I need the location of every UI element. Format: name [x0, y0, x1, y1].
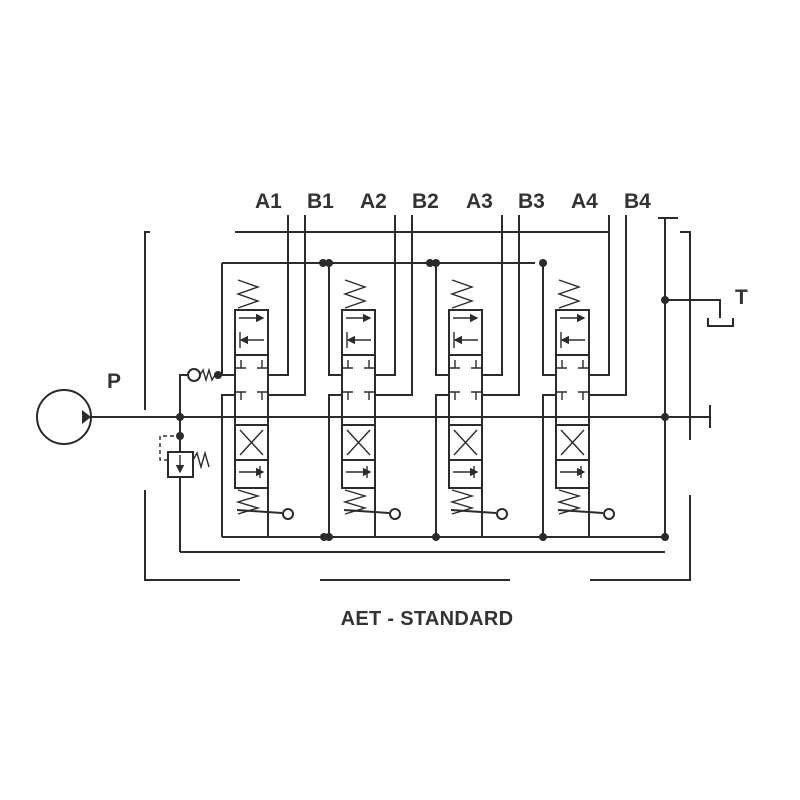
port-label-t: T [735, 286, 748, 309]
diagram-caption: AET - STANDARD [341, 608, 514, 630]
junction-dot [426, 259, 434, 267]
junction-dot [214, 371, 222, 379]
port-label-a2: A2 [360, 190, 387, 213]
port-label-a3: A3 [466, 190, 493, 213]
junction-dot [432, 259, 440, 267]
junction-dot [539, 259, 547, 267]
junction-dot [539, 533, 547, 541]
junction-dot [325, 259, 333, 267]
relief-valve [159, 417, 210, 552]
junction-dot [432, 533, 440, 541]
work-port-labels: A1 B1 A2 B2 A3 B3 A4 B4 [255, 190, 651, 213]
valve-section-4 [542, 215, 627, 537]
junction-dot [661, 533, 669, 541]
valve-sections [221, 215, 627, 537]
junction-dots [176, 259, 669, 541]
tank-return-line [658, 217, 734, 538]
port-label-b3: B3 [518, 190, 545, 213]
junction-dot [319, 259, 327, 267]
junction-dot [176, 413, 184, 421]
port-label-p: P [107, 370, 121, 393]
valve-section-3 [435, 215, 520, 537]
junction-dot [661, 296, 669, 304]
port-label-b1: B1 [307, 190, 334, 213]
pilot-check [179, 367, 235, 417]
port-label-a1: A1 [255, 190, 282, 213]
port-label-a4: A4 [571, 190, 598, 213]
valve-section-2 [328, 215, 413, 537]
junction-dot [320, 533, 328, 541]
pump-symbol [36, 389, 92, 445]
port-label-b2: B2 [412, 190, 439, 213]
port-label-b4: B4 [624, 190, 651, 213]
junction-dot [176, 432, 184, 440]
valve-body-frame [144, 231, 691, 581]
junction-dot [661, 413, 669, 421]
